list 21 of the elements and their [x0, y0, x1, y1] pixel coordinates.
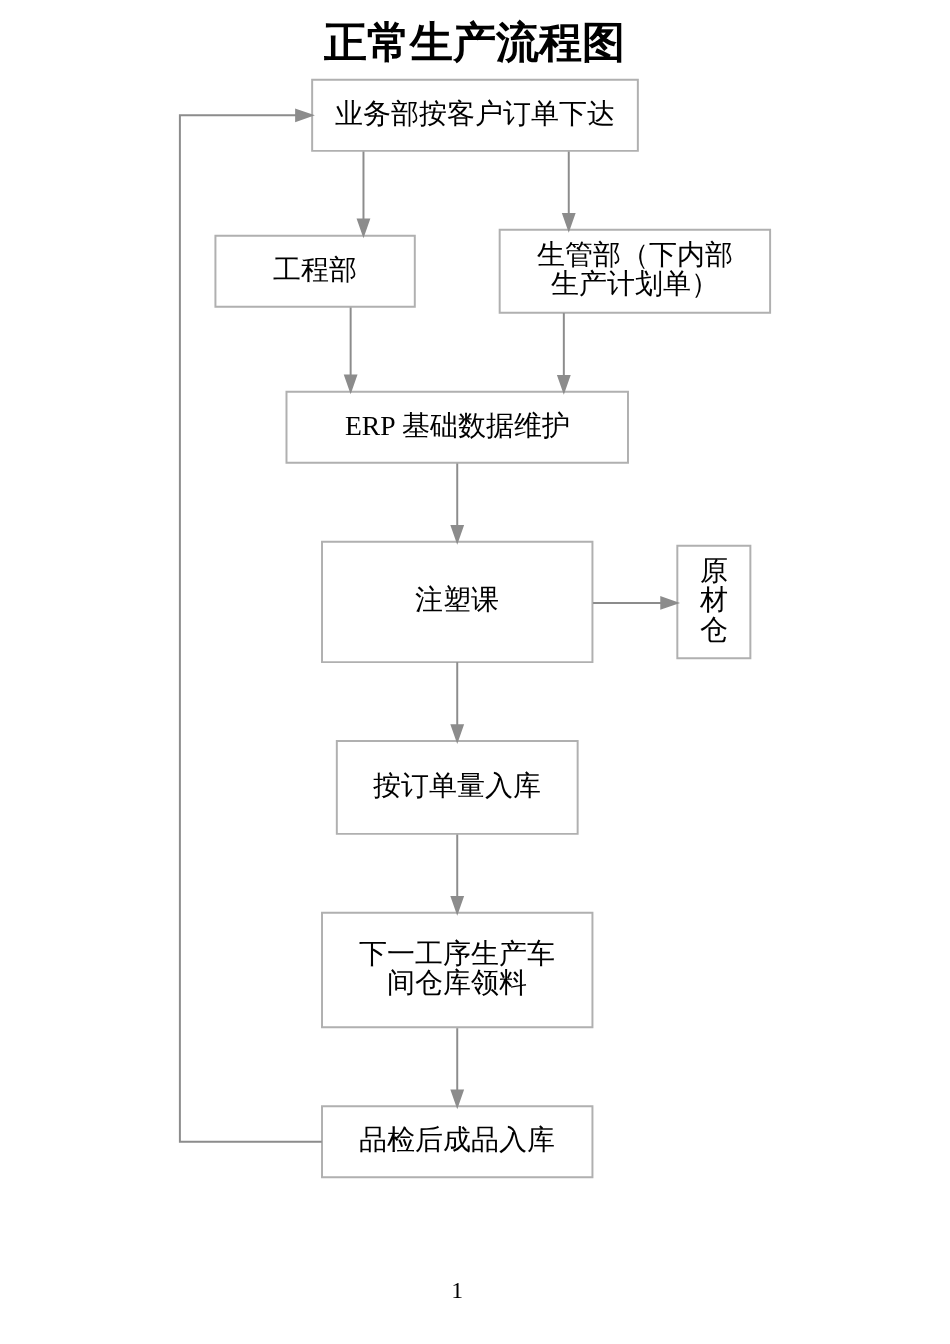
- arrow: [178, 108, 323, 1143]
- node-box: ERP 基础数据维护: [285, 390, 629, 464]
- arrow: [450, 661, 465, 745]
- node-box: 注塑课: [321, 540, 594, 664]
- arrow: [450, 462, 465, 545]
- node-box: 原材仓: [676, 544, 752, 660]
- label: 1: [451, 1276, 464, 1303]
- node-box: 按订单量入库: [335, 740, 579, 835]
- node-box: 下一工序生产车间仓库领料: [321, 911, 594, 1029]
- arrow: [561, 150, 576, 233]
- node-box: 业务部按客户订单下达: [311, 78, 639, 152]
- node-box: 品检后成品入库: [321, 1105, 594, 1179]
- arrow: [356, 150, 371, 239]
- arrow: [592, 596, 681, 610]
- arrow: [343, 306, 358, 395]
- diagram-title: 正常生产流程图: [323, 18, 625, 67]
- arrow: [450, 833, 465, 916]
- node-box: 生管部（下内部生产计划单）: [498, 228, 772, 314]
- arrow: [450, 1027, 465, 1110]
- node-box: 工程部: [214, 234, 416, 308]
- arrow: [556, 312, 571, 395]
